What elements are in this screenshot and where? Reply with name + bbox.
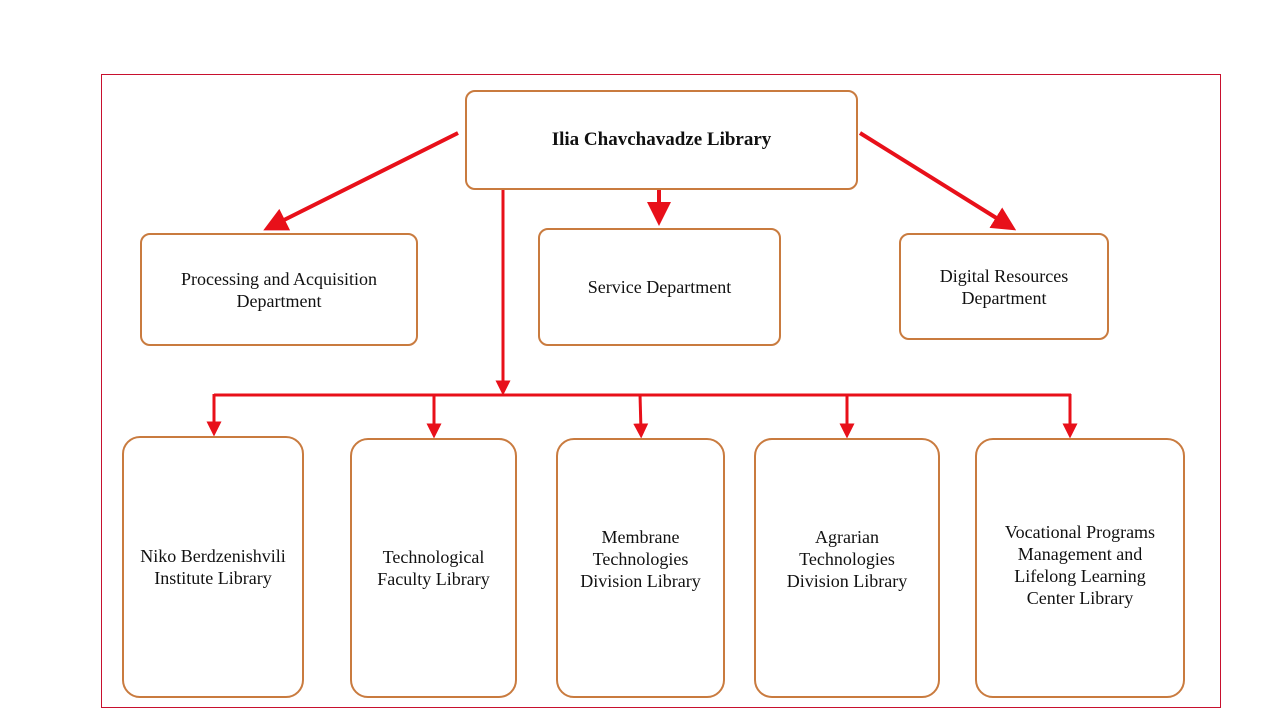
library-label: Vocational Programs Management and Lifel… — [1004, 522, 1156, 608]
arrow-to-library-3 — [633, 393, 649, 439]
library-label: Agrarian Technologies Division Library — [786, 527, 908, 591]
department-label: Service Department — [587, 277, 732, 297]
root-node: Ilia Chavchavadze Library — [465, 90, 858, 190]
root-node-label: Ilia Chavchavadze Library — [551, 129, 772, 150]
arrow-root-to-processing — [263, 131, 459, 231]
library-label: Technological Faculty Library — [377, 547, 490, 589]
department-node-service: Service Department — [538, 228, 781, 346]
library-label: Membrane Technologies Division Library — [580, 527, 701, 591]
arrow-root-to-digital — [858, 131, 1017, 231]
department-label: Processing and Acquisition Department — [181, 268, 377, 311]
library-node-berdzenishvili: Niko Berdzenishvili Institute Library — [122, 436, 304, 698]
diagram-frame — [101, 74, 1221, 708]
department-node-processing: Processing and Acquisition Department — [140, 233, 418, 346]
library-label: Niko Berdzenishvili Institute Library — [140, 546, 286, 588]
library-node-membrane: Membrane Technologies Division Library — [556, 438, 725, 698]
department-label: Digital Resources Department — [939, 265, 1069, 308]
library-node-agrarian: Agrarian Technologies Division Library — [754, 438, 940, 698]
department-node-digital: Digital Resources Department — [899, 233, 1109, 340]
library-node-technological: Technological Faculty Library — [350, 438, 517, 698]
library-node-vocational: Vocational Programs Management and Lifel… — [975, 438, 1185, 698]
